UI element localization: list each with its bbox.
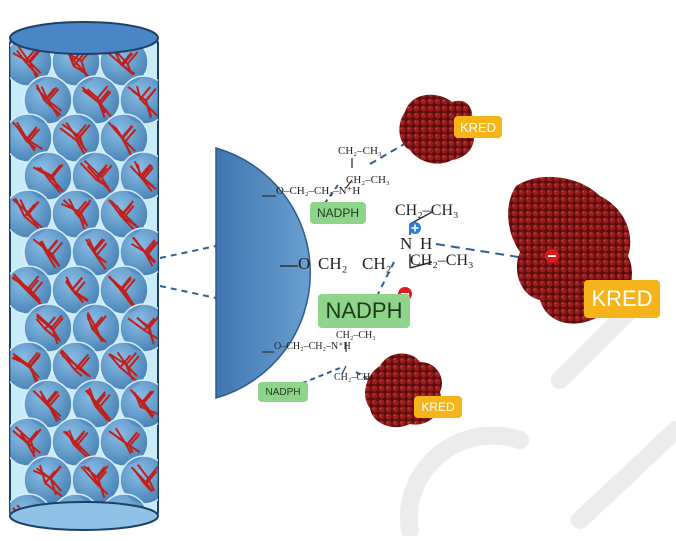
bead-fiber	[84, 389, 112, 421]
bead-fiber	[132, 468, 156, 493]
bead-fiber	[35, 316, 59, 341]
bead-fiber	[110, 200, 140, 230]
middle-ligand-ch2-b: CH₂	[362, 254, 392, 273]
top-kred-interaction	[369, 135, 419, 165]
negative-charge-kred-icon	[545, 249, 559, 263]
middle-ligand-ethyl-upper: CH₂–CH₃	[395, 202, 459, 219]
bead-fiber	[16, 121, 38, 152]
bottom-ligand-bonds	[262, 342, 347, 375]
bead-fiber	[136, 315, 158, 345]
positive-charge-icon	[409, 222, 421, 234]
support-surface	[215, 147, 312, 399]
bead-fiber	[79, 162, 110, 189]
top-ligand-ethyl-upper: CH₂–CH₃	[338, 145, 382, 157]
column-top-cap	[9, 21, 159, 55]
bead-fiber	[86, 314, 108, 344]
enzyme-top	[399, 94, 474, 164]
bead-fiber	[32, 238, 64, 267]
bead-fiber	[115, 427, 138, 455]
bead-fiber	[65, 122, 88, 152]
bead-fiber	[62, 199, 91, 230]
bead-fiber	[131, 88, 157, 117]
bead-fiber	[129, 165, 157, 190]
bead-fiber	[35, 313, 63, 342]
bead-fiber	[108, 430, 141, 453]
bead-fiber	[39, 390, 59, 422]
bead-fiber	[87, 238, 106, 266]
bead-fiber	[39, 166, 62, 194]
top-nadph-interaction	[324, 184, 339, 204]
bead-fiber	[129, 388, 154, 419]
middle-ligand-ch2-a: CH₂	[318, 254, 348, 273]
bead-fiber	[60, 349, 91, 377]
bead-fiber	[135, 85, 158, 117]
bead-fiber	[59, 127, 88, 156]
bead-fiber	[19, 430, 41, 454]
middle-ligand-ethyl-lower: CH₂–CH₃	[410, 252, 474, 269]
nadph-label-bottom: NADPH	[258, 382, 308, 402]
middle-ligand-o: O	[298, 254, 311, 273]
bottom-ligand-ethyl-upper: CH₂–CH₃	[336, 330, 376, 341]
top-ligand-ethyl-lower: CH₂–CH₃	[346, 174, 390, 186]
bead-fiber	[35, 86, 63, 112]
bead-fiber	[11, 352, 41, 384]
bead-fiber	[14, 197, 40, 230]
kred-label-bottom: KRED	[414, 396, 462, 418]
top-ligand-bonds	[262, 158, 353, 197]
zoom-line-upper	[159, 245, 217, 259]
bead-fiber	[127, 317, 158, 340]
nadph-label-middle: NADPH	[318, 294, 410, 328]
bead-fiber	[86, 85, 109, 114]
bead-fiber	[12, 121, 43, 151]
bead-fiber	[81, 86, 110, 119]
column-bottom-cap	[9, 501, 159, 531]
kred-label-right: KRED	[584, 280, 660, 318]
bottom-ligand-ethyl-lower: CH₂–CH₃	[334, 372, 374, 383]
bead-fiber	[108, 353, 138, 383]
bead-fiber	[12, 273, 44, 307]
bottom-nadph-interaction	[299, 367, 341, 385]
bead-fiber	[113, 48, 139, 75]
top-ligand-chain: O–CH₂–CH₂–N⁺H	[276, 185, 361, 197]
bead-fiber	[65, 276, 84, 304]
bead-fiber	[83, 465, 109, 498]
middle-ligand-h: H	[420, 234, 433, 253]
packed-column	[9, 21, 159, 531]
middle-nadph-interaction	[377, 261, 395, 295]
bead-fiber	[108, 275, 134, 308]
nadph-label-top: NADPH	[310, 202, 366, 224]
zoom-line-lower	[159, 285, 217, 299]
bead-fiber	[32, 465, 62, 496]
middle-ligand-n: N	[400, 234, 413, 253]
column-beads	[10, 38, 158, 518]
bead-fiber	[59, 350, 86, 377]
bead-fiber	[116, 351, 140, 377]
bottom-ligand-chain: O–CH₂–CH₂–N⁺H	[274, 341, 351, 352]
bead-fiber	[62, 430, 92, 459]
bead-fiber	[132, 237, 157, 264]
kred-label-top: KRED	[454, 116, 502, 138]
bead-fiber	[111, 124, 137, 153]
